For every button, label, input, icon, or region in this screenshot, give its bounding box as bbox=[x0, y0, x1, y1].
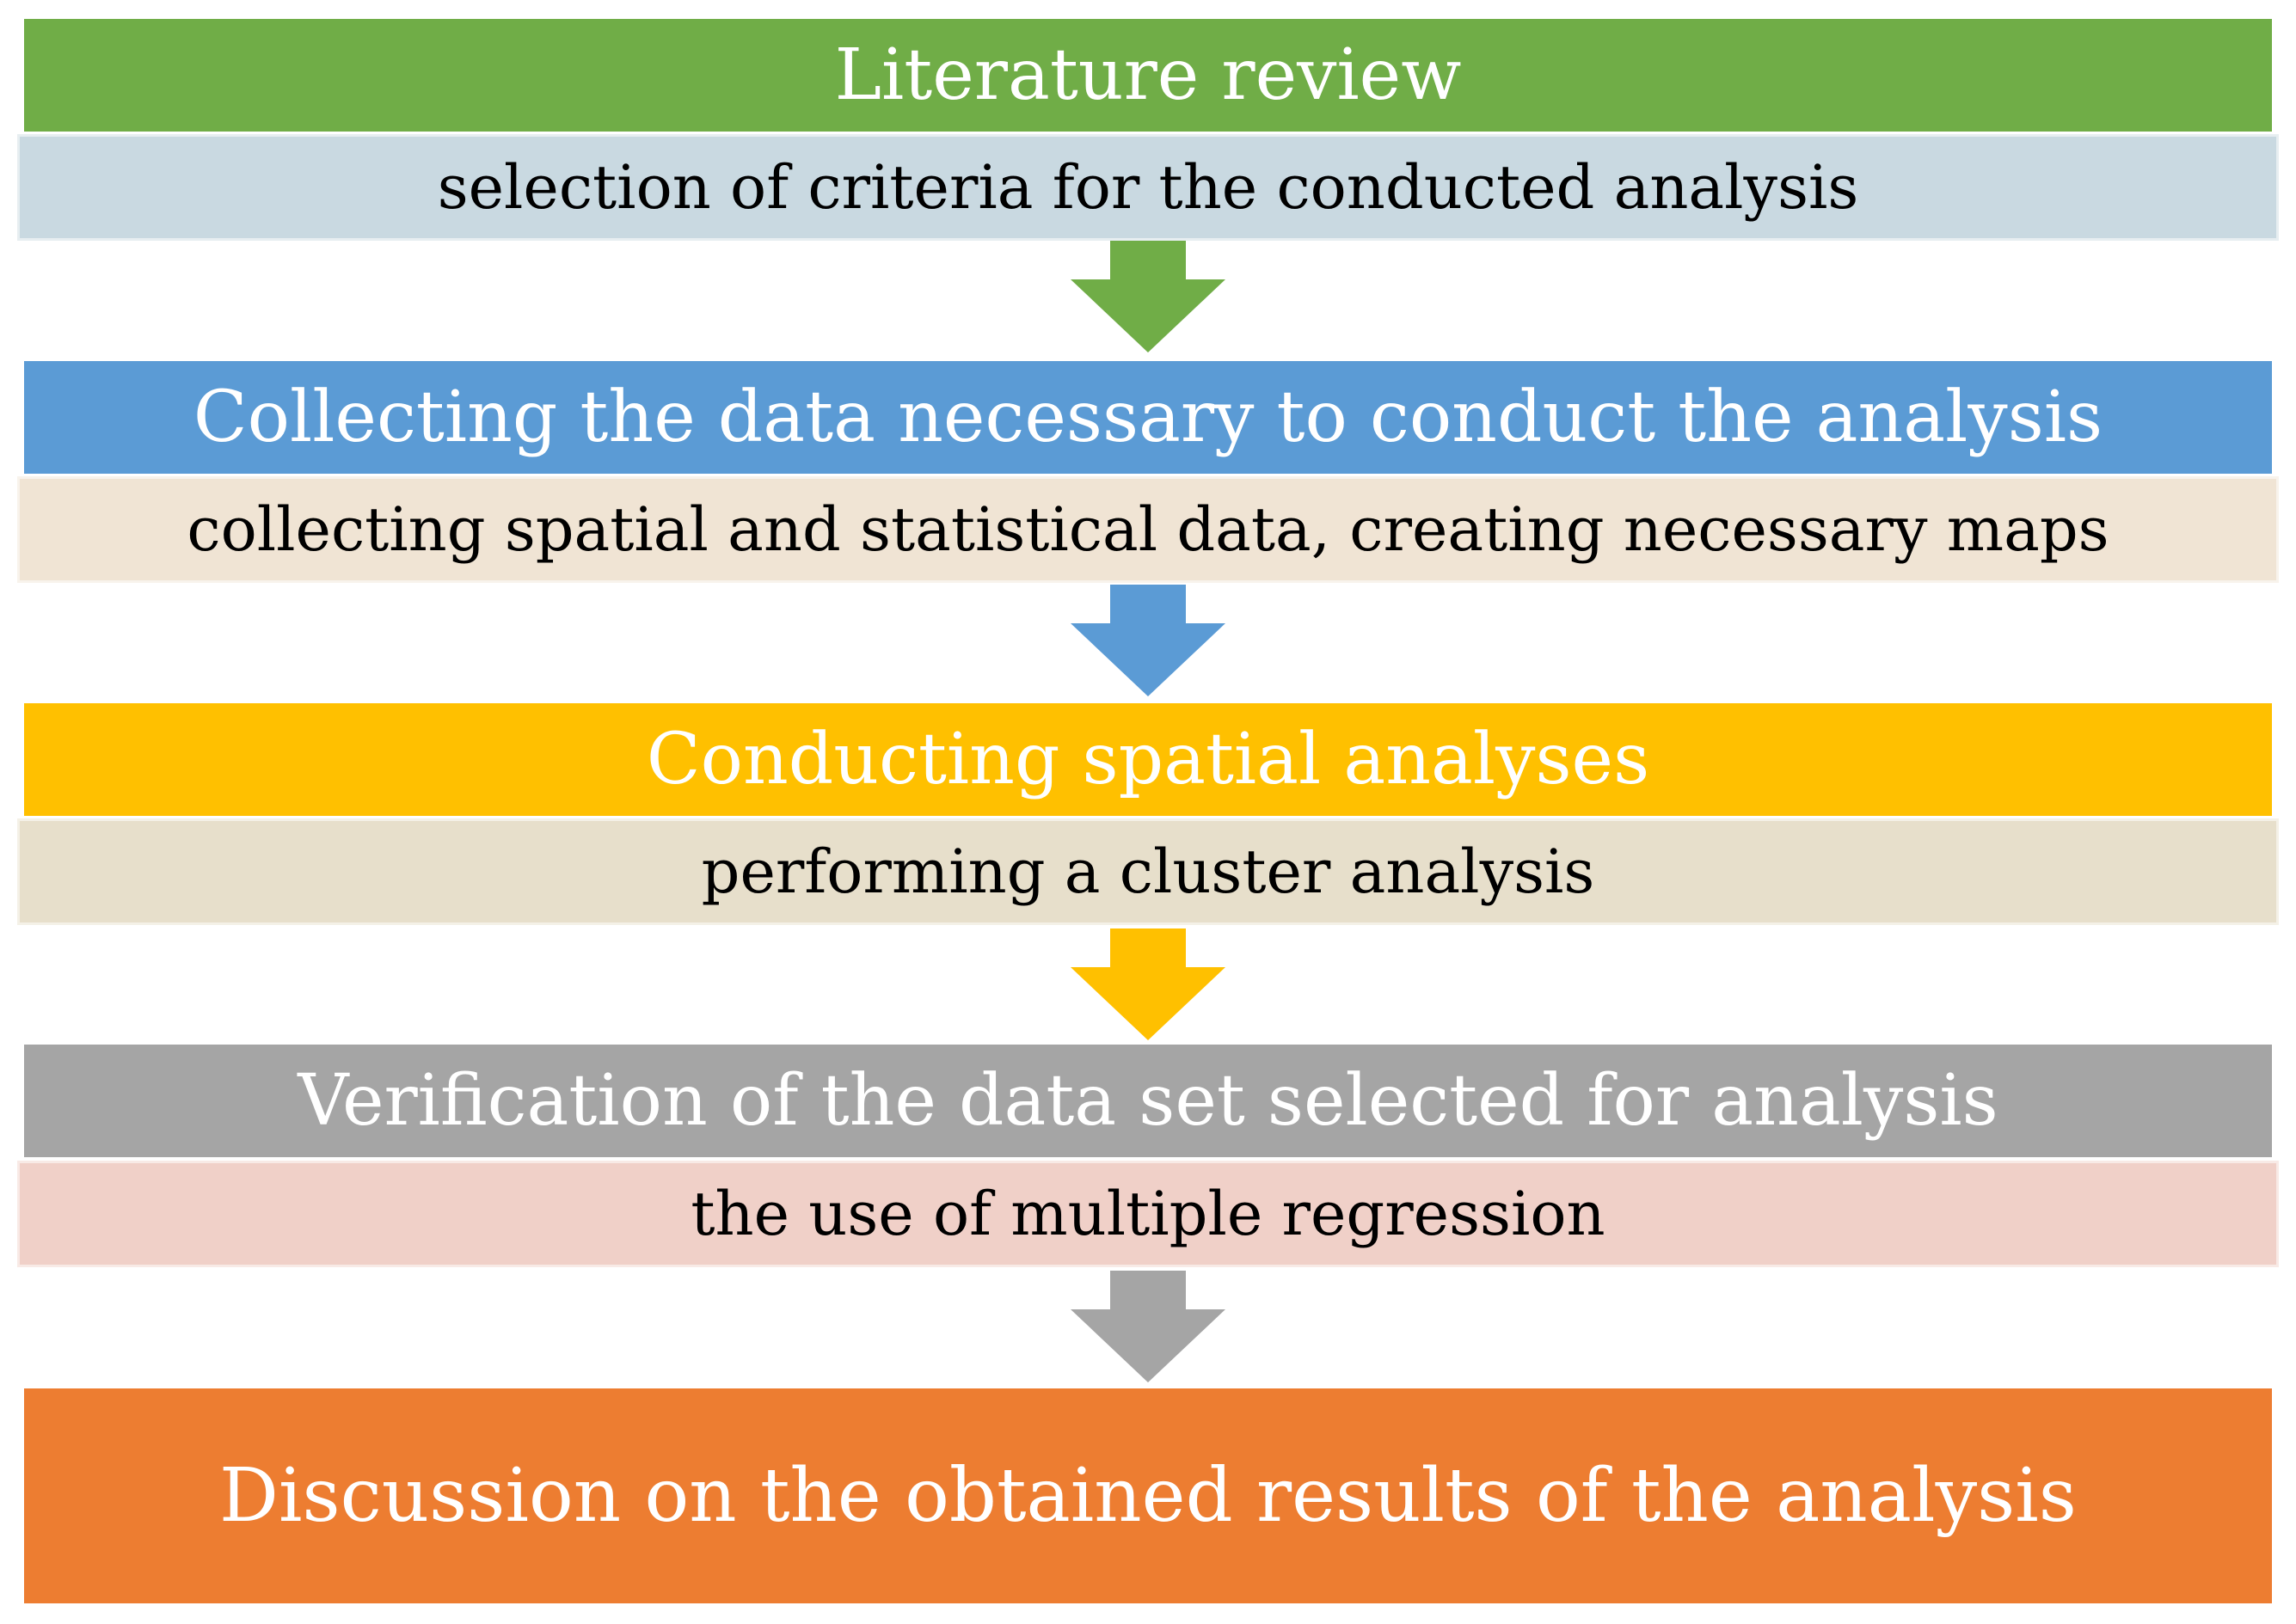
stage-4-title: Verification of the data set selected fo… bbox=[24, 1045, 2272, 1157]
down-arrow-icon bbox=[1071, 928, 1225, 1040]
stage-1-detail: selection of criteria for the conducted … bbox=[17, 134, 2279, 241]
stage-3-title: Conducting spatial analyses bbox=[24, 703, 2272, 816]
stage-2-title: Collecting the data necessary to conduct… bbox=[24, 361, 2272, 474]
stage-4-detail: the use of multiple regression bbox=[17, 1161, 2279, 1267]
down-arrow-icon bbox=[1071, 1271, 1225, 1382]
stage-1-title: Literature review bbox=[24, 19, 2272, 132]
stage-2-detail: collecting spatial and statistical data,… bbox=[17, 476, 2279, 583]
stage-3-detail: performing a cluster analysis bbox=[17, 818, 2279, 925]
final-stage-box: Discussion on the obtained results of th… bbox=[24, 1388, 2272, 1603]
down-arrow-icon bbox=[1071, 585, 1225, 696]
down-arrow-icon bbox=[1071, 241, 1225, 352]
